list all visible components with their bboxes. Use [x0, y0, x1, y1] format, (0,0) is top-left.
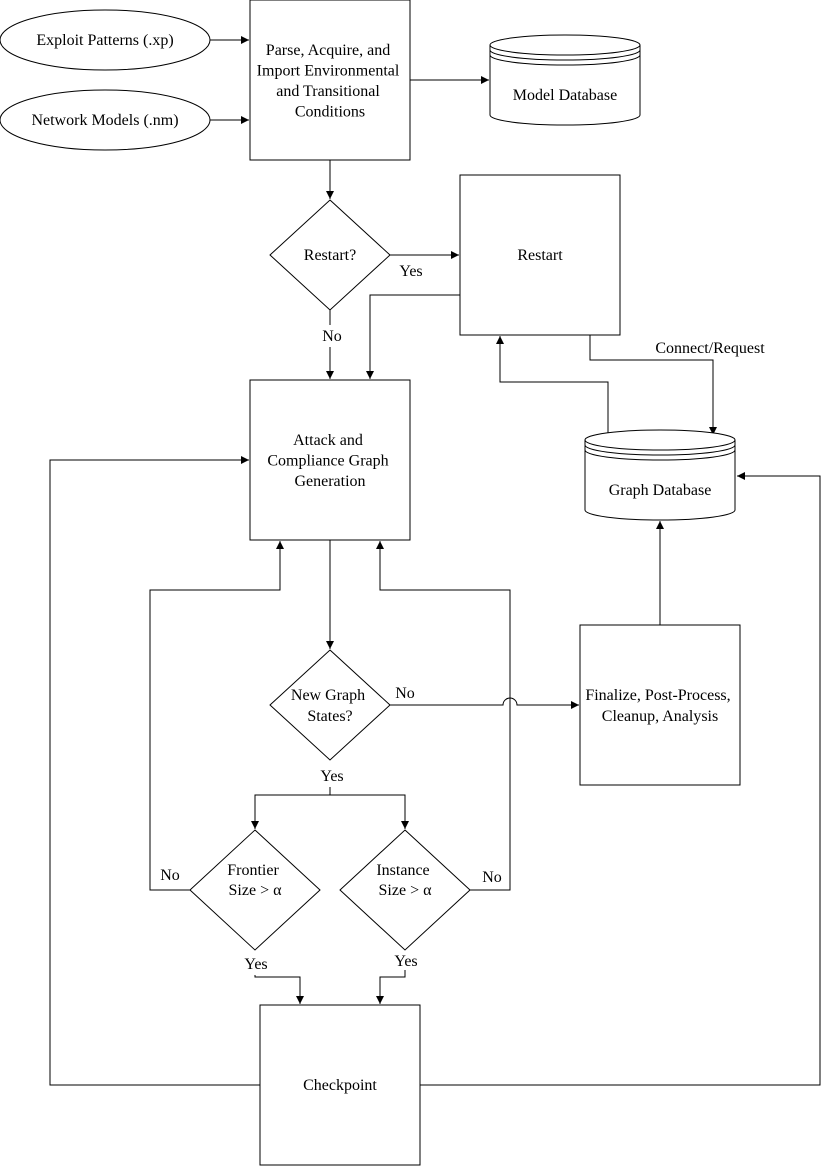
label-frontier-yes: Yes [244, 956, 267, 973]
graph-database-label: Graph Database [609, 482, 712, 499]
process-finalize: Finalize, Post-Process, Cleanup, Analysi… [579, 624, 741, 786]
model-database-cylinder: Model Database [489, 34, 641, 126]
label-restart-no: No [322, 328, 342, 345]
process-checkpoint: Checkpoint [259, 1004, 421, 1166]
edge-frontier-no-to-generation [149, 541, 284, 891]
decision-new-graph-states-label: New Graph States? [291, 687, 369, 725]
decision-restart-label: Restart? [304, 247, 356, 264]
edge-labels: Yes No Connect/Request No Yes No No Yes … [160, 263, 765, 973]
process-restart: Restart [459, 174, 621, 336]
process-finalize-label: Finalize, Post-Process, Cleanup, Analysi… [585, 687, 734, 725]
edge-branch-to-instance [330, 794, 409, 829]
process-parse-import: Parse, Acquire, and Import Environmental… [249, 0, 411, 161]
edge-frontier-yes-to-checkpoint [254, 975, 304, 1004]
edge-new-states-to-branches [251, 787, 331, 829]
decision-frontier-size-label: Frontier Size > α [227, 862, 283, 899]
process-graph-generation-label: Attack and Compliance Graph Generation [267, 432, 392, 490]
process-parse-import-label: Parse, Acquire, and Import Environmental… [257, 42, 404, 121]
process-restart-label: Restart [517, 247, 563, 264]
decision-restart: Restart? [269, 199, 391, 311]
label-restart-yes: Yes [399, 263, 422, 280]
edge-restart-to-graph-db [589, 335, 717, 435]
input-exploit-patterns: Exploit Patterns (.xp) [0, 9, 211, 71]
edge-restart-to-generation [366, 294, 460, 379]
model-database-label: Model Database [513, 87, 617, 104]
input-exploit-patterns-label: Exploit Patterns (.xp) [36, 32, 173, 49]
edge-checkpoint-to-graph-db [420, 472, 821, 1086]
edges [49, 36, 821, 1086]
decision-frontier-size: Frontier Size > α [189, 829, 321, 951]
decision-instance-size: Instance Size > α [339, 829, 471, 951]
input-network-models-label: Network Models (.nm) [31, 112, 178, 129]
edge-new-states-to-finalize [390, 697, 579, 709]
edge-checkpoint-to-generation [49, 456, 260, 1086]
label-connect-request: Connect/Request [655, 340, 765, 357]
label-instance-no: No [482, 869, 502, 886]
label-new-states-no: No [395, 685, 415, 702]
decision-new-graph-states: New Graph States? [269, 649, 391, 761]
process-checkpoint-label: Checkpoint [303, 1077, 377, 1094]
graph-database-cylinder: Graph Database [584, 429, 736, 521]
label-instance-yes: Yes [394, 953, 417, 970]
edge-instance-yes-to-checkpoint [376, 970, 406, 1004]
input-network-models: Network Models (.nm) [0, 89, 211, 151]
edge-graph-db-to-restart [496, 336, 609, 434]
process-graph-generation: Attack and Compliance Graph Generation [249, 379, 411, 541]
decision-instance-size-label: Instance Size > α [376, 862, 433, 899]
label-new-states-yes: Yes [320, 768, 343, 785]
label-frontier-no: No [160, 867, 180, 884]
edge-instance-no-to-generation [376, 541, 511, 891]
